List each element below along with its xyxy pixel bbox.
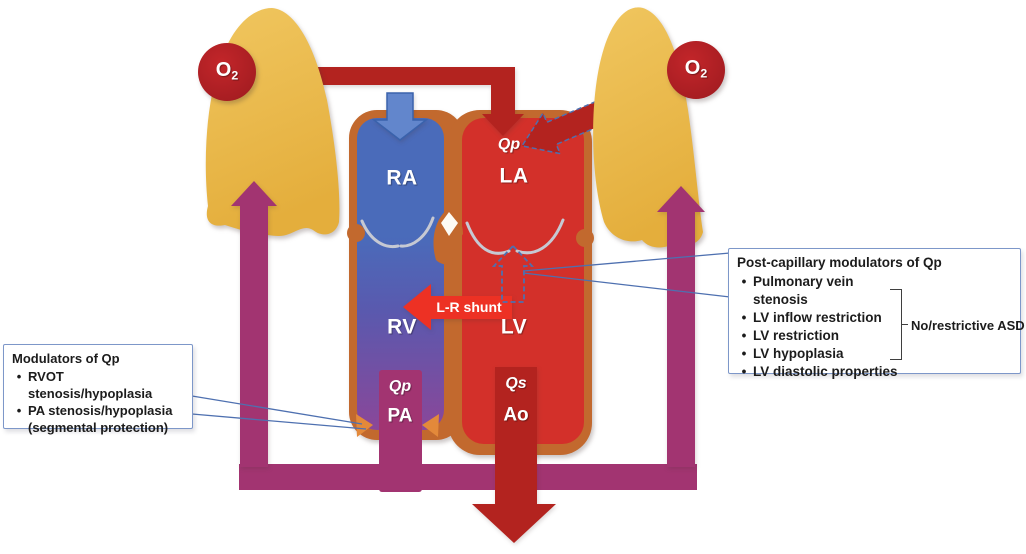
chamber-la-lv-fill [462,118,584,444]
tricuspid-leaflet-right [399,216,435,248]
qp-pulmonary-vein-label: Qp [497,136,521,153]
list-item: • Pulmonary vein stenosis [735,273,910,309]
list-item: • RVOT stenosis/hypoplasia [10,368,188,402]
valve-pinch-left-outer [347,224,365,242]
pa-branch-right-arrowhead [657,186,705,212]
lv-inflow-dashed-arrow [491,244,535,303]
tricuspid-leaflet-left [360,219,400,249]
pa-branch-left-column [240,203,268,467]
pa-branch-right-column [667,209,695,467]
list-item: • LV inflow restriction [735,309,910,327]
ra-label: RA [386,166,418,190]
bullet-icon: • [741,364,747,379]
qs-label: Qs [505,375,527,392]
valve-pinch-right-outer [576,229,594,247]
postcapillary-modulators-box: Post-capillary modulators of Qp • Pulmon… [728,248,1025,379]
systemic-return-bar [239,464,697,490]
ao-arrowhead [472,504,556,543]
pa-column [379,370,422,492]
bullet-icon: • [741,328,747,343]
asd-diamond [441,212,458,236]
bullet-icon: • [741,346,747,361]
callout-lines [191,252,731,430]
lr-shunt-label: L-R shunt [436,299,502,315]
mitral-leaflet-right [515,218,565,255]
list-item: • PA stenosis/hypoplasia (segmental prot… [10,402,188,436]
bullet-icon: • [16,369,22,384]
right-callout-line-2 [522,272,731,298]
list-item: • LV diastolic properties [735,363,910,381]
lv-label: LV [500,315,528,339]
o2-label-right: O2 [684,56,708,81]
pa-stenosis-marker-left [356,414,373,437]
pa-branch-left-arrowhead [231,181,277,206]
ra-inflow-arrow [371,92,429,141]
rv-label: RV [387,315,417,339]
modulators-of-qp-box: Modulators of Qp • RVOT stenosis/hypopla… [3,344,193,435]
right-box-list: • Pulmonary vein stenosis • LV inflow re… [729,273,914,381]
ao-column [495,367,537,507]
asd-bracket-label: No/restrictive ASD [911,318,1025,333]
la-label: LA [499,164,529,188]
left-callout-line-1 [191,395,363,425]
right-callout-line-1 [522,252,731,272]
asd-bracket-tick [901,324,908,325]
lr-shunt-arrow [403,284,512,330]
pulmonary-vein-pipe-left [318,67,524,136]
chamber-ra-rv-fill [357,118,444,430]
list-item: • LV hypoplasia [735,345,910,363]
pa-stenosis-marker-right [422,414,439,437]
ao-label: Ao [503,404,529,426]
bullet-icon: • [741,274,747,289]
right-box-title: Post-capillary modulators of Qp [737,255,942,270]
o2-label-left: O2 [215,58,239,83]
left-box-list: • RVOT stenosis/hypoplasia • PA stenosis… [4,368,192,436]
bullet-icon: • [16,403,22,418]
qp-pa-label: Qp [388,378,412,395]
pa-label: PA [387,405,413,427]
left-box-title: Modulators of Qp [12,351,120,366]
list-item: • LV restriction [735,327,910,345]
o2-badge-left [198,43,256,101]
o2-badge-right [667,41,725,99]
left-callout-line-2 [191,413,367,430]
bullet-icon: • [741,310,747,325]
mitral-leaflet-left [465,221,511,255]
